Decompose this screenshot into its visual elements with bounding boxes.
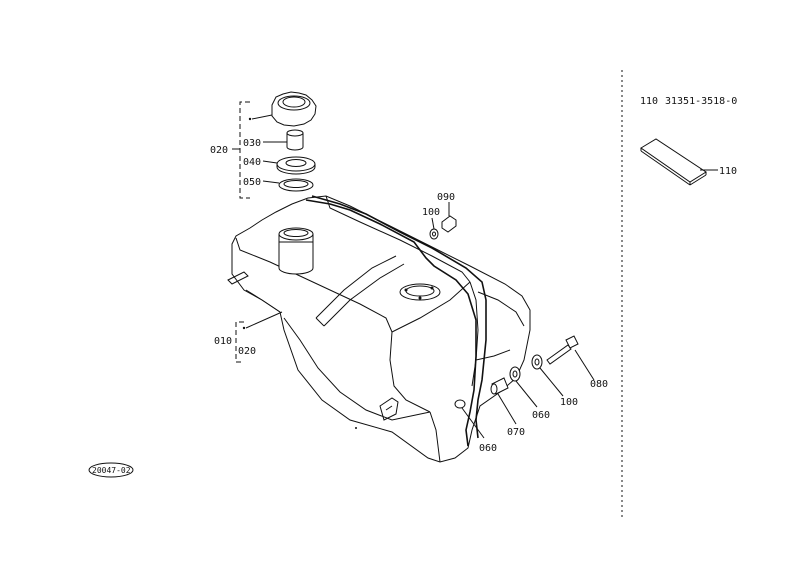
label-060-left: 060 — [479, 443, 497, 454]
label-110: 110 — [719, 166, 737, 177]
label-030: 030 — [243, 138, 261, 149]
bolt-080-part — [546, 335, 579, 365]
gasket-040-part — [276, 156, 316, 175]
group-bracket-010 — [235, 321, 246, 363]
leader-040 — [262, 160, 278, 164]
leader-070 — [497, 393, 517, 425]
leader-060-left — [461, 407, 485, 439]
label-plate-part — [640, 138, 707, 186]
leader-020-cap — [251, 114, 273, 120]
label-010: 010 — [214, 336, 232, 347]
label-050: 050 — [243, 177, 261, 188]
leader-050 — [262, 180, 280, 184]
washer-100-upper-part — [429, 228, 439, 240]
leader-100-lower — [539, 367, 564, 397]
label-020-top: 020 — [210, 145, 228, 156]
label-040: 040 — [243, 157, 261, 168]
ring-050-part — [278, 178, 314, 192]
label-020-low: 020 — [238, 346, 256, 357]
filler-neck-part — [278, 227, 314, 275]
leader-100-upper — [431, 217, 435, 230]
bolt-090-part — [441, 215, 457, 233]
leader-010 — [245, 311, 283, 329]
label-070: 070 — [507, 427, 525, 438]
leader-060-right — [515, 380, 538, 408]
stray-mark — [355, 427, 357, 429]
label-080: 080 — [590, 379, 608, 390]
label-090: 090 — [437, 192, 455, 203]
plug-030-part — [286, 129, 304, 151]
fuel-tank-part — [227, 195, 531, 463]
label-100-upper: 100 — [422, 207, 440, 218]
collar-070-part — [490, 377, 509, 395]
label-060-right: 060 — [532, 410, 550, 421]
side-ref-number: 110 — [640, 96, 658, 107]
filler-cap-part — [271, 91, 317, 127]
spacer-060-right-part — [509, 366, 521, 382]
group-bracket-020 — [232, 101, 252, 199]
sender-opening-part — [399, 283, 441, 301]
drawing-stamp: 20047-02 — [88, 462, 134, 478]
label-100-lower: 100 — [560, 397, 578, 408]
stamp-text: 20047-02 — [92, 466, 131, 475]
washer-100-lower-part — [531, 354, 543, 370]
leader-080 — [574, 349, 595, 381]
side-part-code: 31351-3518-0 — [665, 96, 737, 107]
